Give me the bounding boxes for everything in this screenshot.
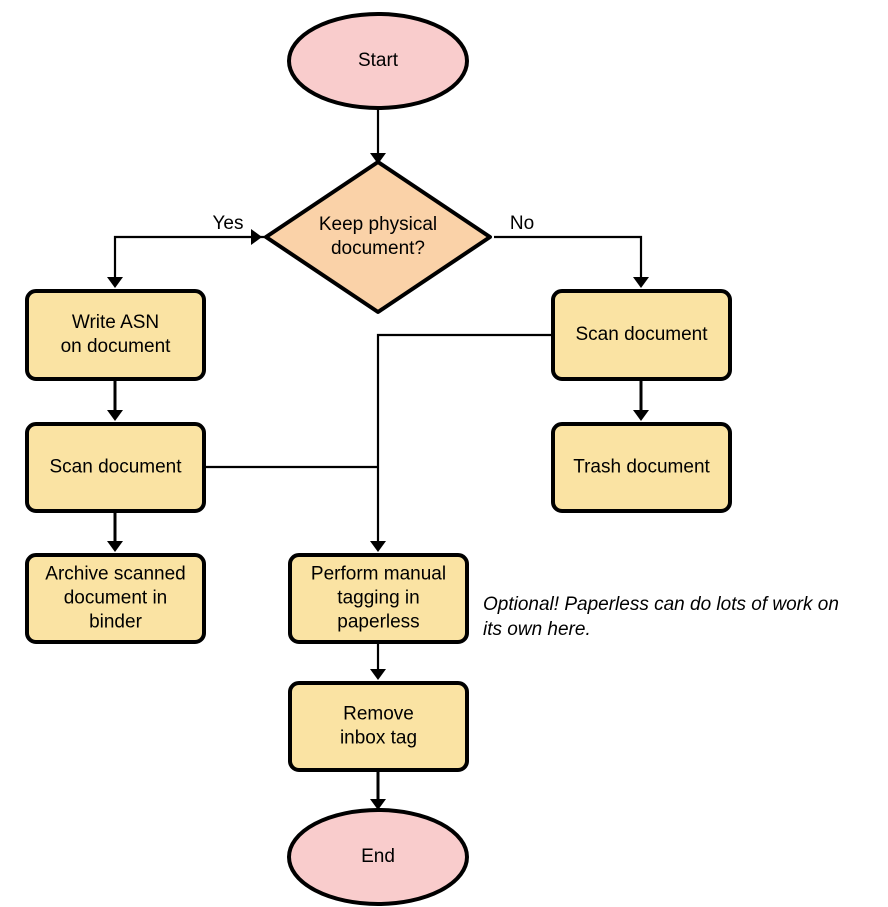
terminator-shape[interactable] [287,808,469,906]
process-shape[interactable] [25,553,206,644]
process-shape[interactable] [288,681,469,772]
annotation-optional-note: Optional! Paperless can do lots of work … [483,594,839,640]
node-label: Start [358,50,399,71]
edge-path [113,235,266,282]
process-shape[interactable] [551,422,732,513]
node-scan-document-left[interactable]: Scan document [25,422,206,513]
arrow-head-icon [251,229,262,245]
edge-decision-yes-to-write-asn: Yes [107,213,266,288]
process-shape[interactable] [288,553,469,644]
edge-write-asn-to-scan-left [107,379,123,421]
node-label: Trash document [573,457,710,478]
edge-remove-inbox-to-end [370,770,386,810]
node-end[interactable]: End [287,808,469,906]
terminator-shape[interactable] [287,12,469,110]
process-shape[interactable] [25,289,206,381]
edge-label-no: No [510,213,534,234]
edge-start-to-decision [370,108,386,164]
decision-shape[interactable] [264,160,492,314]
arrow-head-icon [370,669,386,680]
edge-path [494,235,643,282]
process-shape[interactable] [551,289,732,381]
edge-decision-no-to-scan-right: No [494,213,649,288]
arrow-head-icon [107,277,123,288]
node-start[interactable]: Start [287,12,469,110]
edge-label-yes: Yes [213,213,244,234]
edge-manual-tagging-to-remove-inbox [370,642,386,680]
edge-scan-left-to-archive [107,511,123,552]
arrow-head-icon [370,799,386,810]
edge-path [376,333,553,546]
arrow-head-icon [370,153,386,164]
arrow-head-icon [107,410,123,421]
node-scan-document-right[interactable]: Scan document [551,289,732,381]
edge-scan-right-to-trash [633,379,649,421]
annotations-layer: Optional! Paperless can do lots of work … [483,594,839,640]
arrow-head-icon [633,277,649,288]
process-shape[interactable] [25,422,206,513]
node-trash-document[interactable]: Trash document [551,422,732,513]
edges-layer: Yes No [107,108,649,810]
arrow-head-icon [107,541,123,552]
arrow-head-icon [370,541,386,552]
edge-scan-right-to-manual-tagging [370,333,553,552]
arrow-head-icon [633,410,649,421]
node-label: Scan document [575,324,708,345]
node-label: End [361,846,395,867]
node-label: Scan document [49,457,182,478]
